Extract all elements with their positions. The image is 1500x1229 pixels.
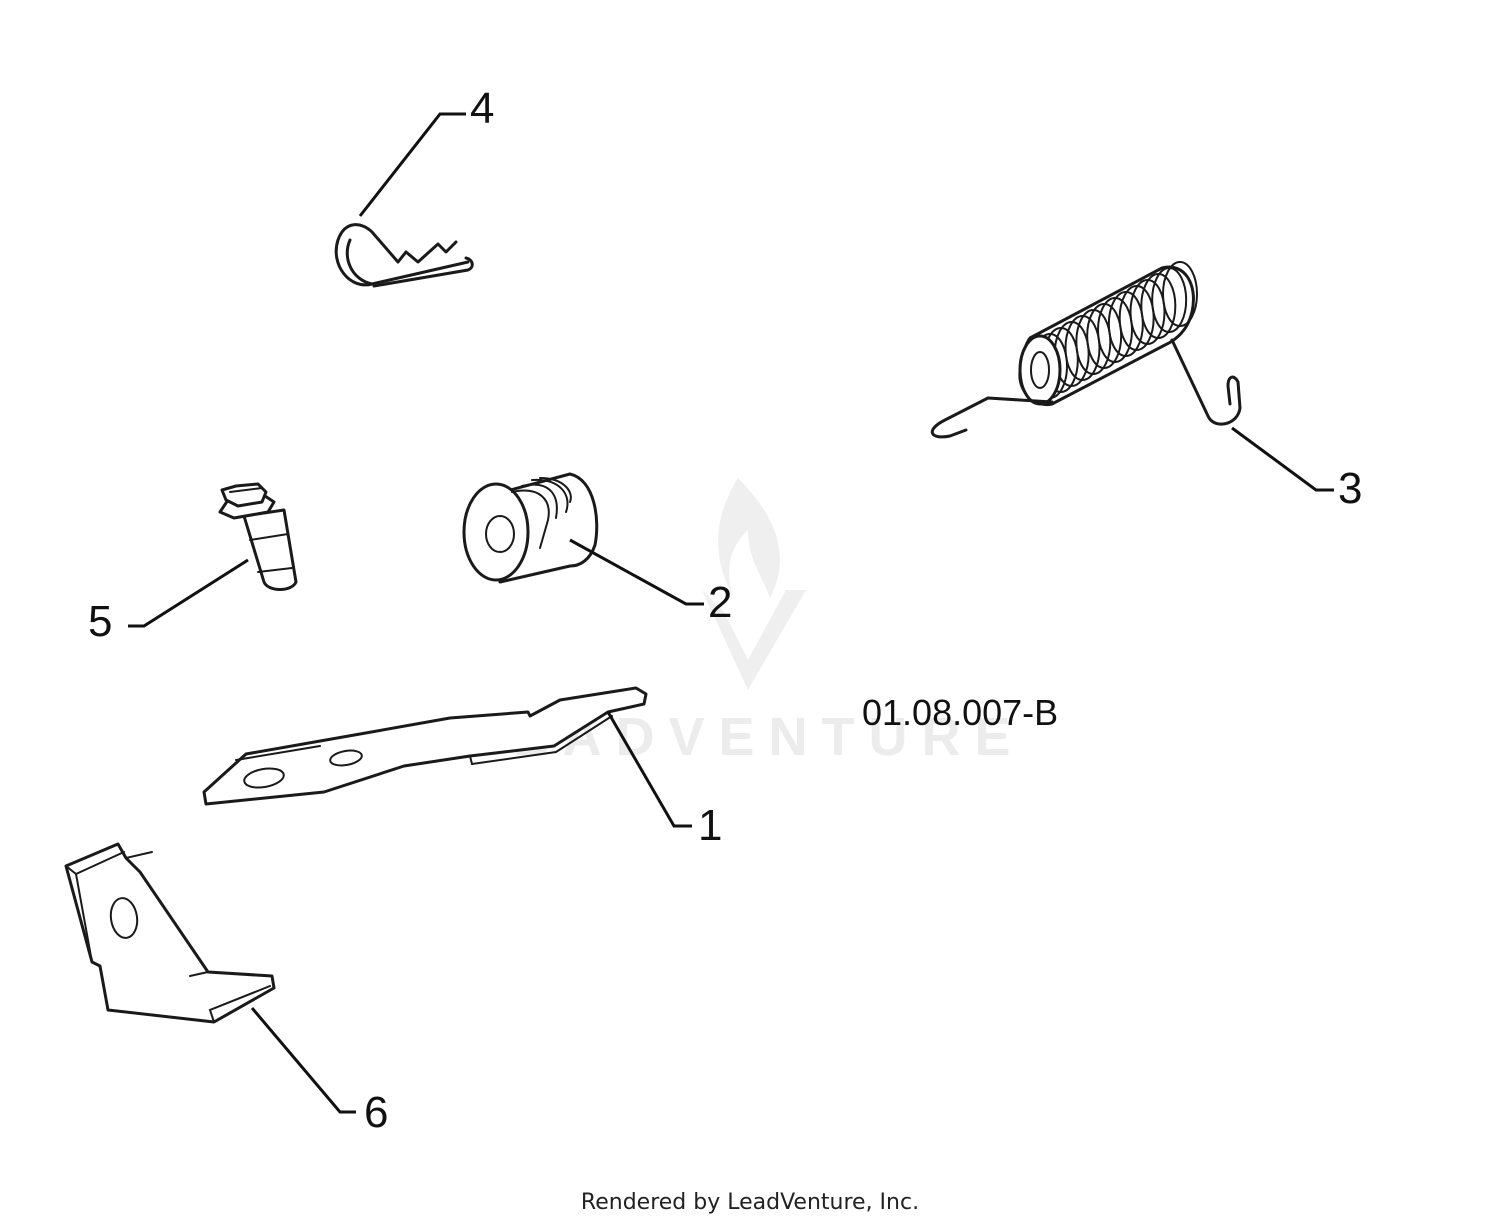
callout-2: 2 <box>708 578 732 627</box>
leader-5 <box>128 558 249 628</box>
spring-coil <box>1162 261 1198 327</box>
leader-4 <box>358 112 466 217</box>
leader-2 <box>569 538 704 606</box>
callout-4: 4 <box>470 84 494 133</box>
hitch-pin-clip-part <box>334 223 474 288</box>
rendered-by-footer: Rendered by LeadVenture, Inc. <box>580 1190 920 1215</box>
callout-3: 3 <box>1338 464 1362 513</box>
bushing-part <box>462 472 599 584</box>
callout-5: 5 <box>88 597 112 646</box>
callout-1: 1 <box>698 801 722 850</box>
mounting-bracket-part <box>64 842 276 1024</box>
drawing-code: 01.08.007-B <box>862 692 1058 733</box>
extension-spring-part <box>931 261 1242 439</box>
flange-bolt-part <box>218 482 298 591</box>
lever-bar-part <box>202 686 648 806</box>
leader-lines <box>128 112 1334 1114</box>
leader-3 <box>1231 426 1334 492</box>
callout-6: 6 <box>364 1088 388 1137</box>
leader-1 <box>606 711 692 828</box>
leader-6 <box>250 1007 356 1114</box>
